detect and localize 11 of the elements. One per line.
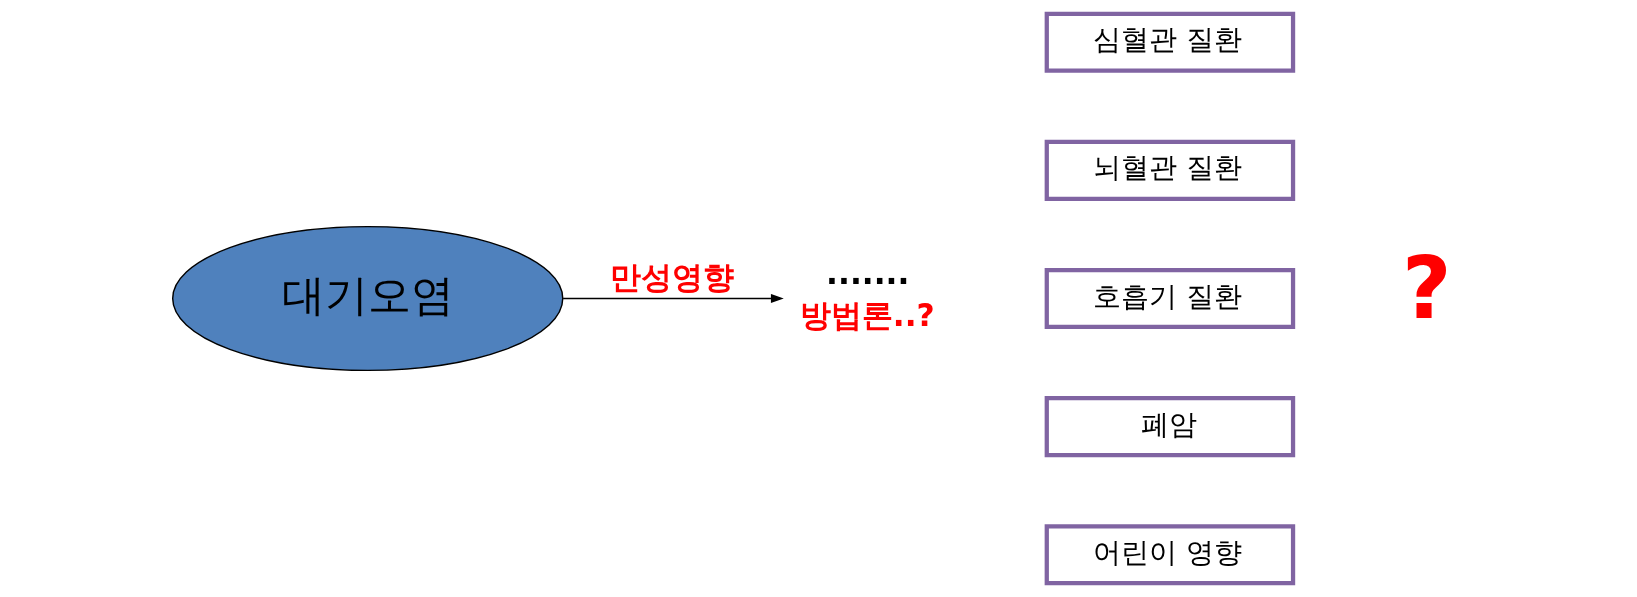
- node-box: 뇌혈관 질환: [1044, 139, 1295, 201]
- node-box: 폐암: [1044, 396, 1295, 458]
- node-box: 심혈관 질환: [1044, 11, 1295, 73]
- node-box: 어린이 영향: [1044, 524, 1295, 586]
- node-ellipse: 대기오염: [171, 225, 563, 372]
- node-box: 호흡기 질환: [1044, 267, 1295, 330]
- edge-label: 만성영향: [609, 258, 734, 295]
- node-label: 방법론..?: [799, 297, 935, 334]
- label: ?: [1401, 239, 1451, 339]
- arrow: [561, 294, 784, 303]
- node-text: .......: [825, 254, 909, 291]
